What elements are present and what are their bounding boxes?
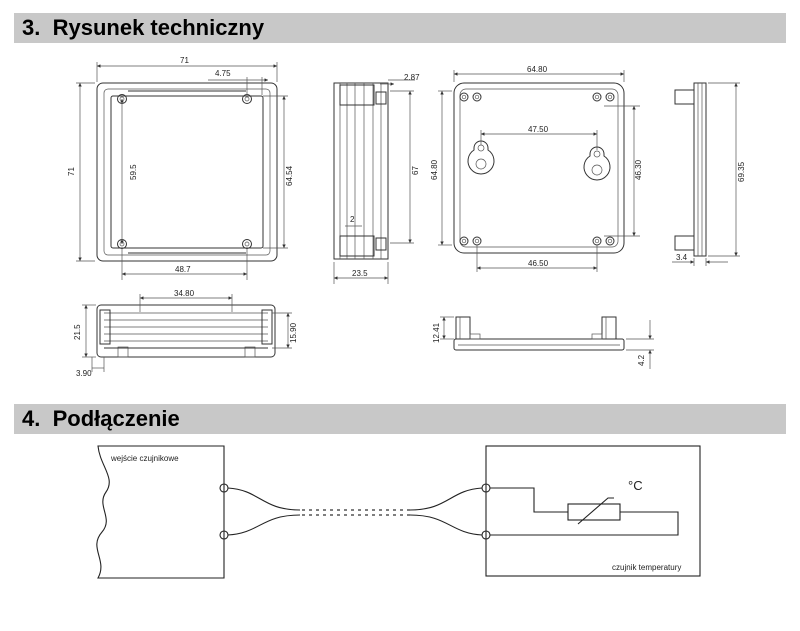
dim-back-height: 64.80	[430, 159, 439, 180]
dim-bottom-width: 34.80	[174, 289, 195, 298]
front-view: 71 4.75 71 59.5 64.54 48.7	[67, 56, 294, 280]
dim-front-bottom-spacing: 48.7	[175, 265, 191, 274]
side-view: 2.87 67 2 23.5	[333, 73, 420, 284]
mount-hole	[242, 239, 252, 249]
mount-hole	[472, 236, 482, 246]
dim-right-height: 69.35	[737, 161, 746, 182]
thermistor-icon	[567, 503, 621, 521]
mount-hole	[592, 92, 602, 102]
right-side-view: 69.35 3.4	[672, 82, 746, 266]
dim-back-inner-height: 46.30	[634, 159, 643, 180]
mount-hole	[605, 236, 615, 246]
bottom-view: 34.80 21.5 15.90 3.90	[73, 289, 298, 378]
sensor-label: czujnik temperatury	[612, 563, 681, 572]
mount-hole	[472, 92, 482, 102]
mount-hole	[605, 92, 615, 102]
dim-back-keyhole-spacing: 47.50	[528, 125, 549, 134]
section-header-technical-drawing: 3. Rysunek techniczny	[14, 13, 786, 43]
dim-side-slot: 2	[350, 215, 355, 224]
dim-side-height: 67	[411, 166, 420, 175]
dim-lower-right-base: 4.2	[637, 354, 646, 366]
dim-side-top: 2.87	[404, 73, 420, 82]
section-number: 4.	[22, 406, 41, 431]
mount-hole	[459, 236, 469, 246]
input-label: wejście czujnikowe	[110, 454, 179, 463]
unit-symbol: °C	[628, 478, 643, 493]
sensor-box	[485, 445, 701, 577]
dim-bottom-inner-height: 15.90	[289, 322, 298, 343]
dim-front-width: 71	[180, 56, 189, 65]
dim-back-bottom-spacing: 46.50	[528, 259, 549, 268]
dim-bottom-offset: 3.90	[76, 369, 92, 378]
dim-front-hole-offset: 4.75	[215, 69, 231, 78]
section-title: Rysunek techniczny	[52, 15, 265, 40]
dim-right-depth: 3.4	[676, 253, 688, 262]
dim-bottom-height: 21.5	[73, 324, 82, 340]
dim-front-inner-height: 59.5	[129, 164, 138, 180]
back-view: 64.80 47.50 64.80 46.30 46.50	[430, 65, 643, 272]
dim-side-depth: 23.5	[352, 269, 368, 278]
section-title: Podłączenie	[52, 406, 180, 431]
section-header-connection: 4. Podłączenie	[14, 404, 786, 434]
section-number: 3.	[22, 15, 41, 40]
keyhole	[583, 146, 611, 181]
lower-profile-view: 12.41 4.2	[432, 316, 654, 369]
controller-input-block	[96, 445, 225, 579]
dim-back-width: 64.80	[527, 65, 548, 74]
keyhole	[467, 140, 495, 175]
dim-lower-right-height: 12.41	[432, 322, 441, 343]
dim-front-outer-inner-height: 64.54	[285, 165, 294, 186]
mount-hole	[459, 92, 469, 102]
mount-hole	[592, 236, 602, 246]
connection-diagram: wejście czujnikowe °C czujnik temperatur…	[96, 445, 701, 579]
dim-front-height: 71	[67, 167, 76, 176]
